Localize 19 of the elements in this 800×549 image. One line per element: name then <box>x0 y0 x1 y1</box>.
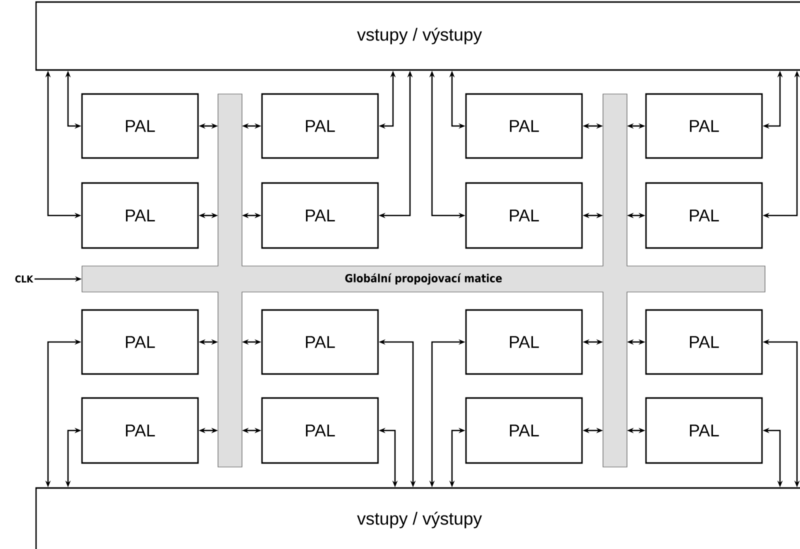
pal-box: PAL <box>465 397 583 464</box>
io-box: vstupy / výstupy <box>35 1 800 71</box>
pal-box: PAL <box>81 182 199 249</box>
io-box: vstupy / výstupy <box>35 487 800 549</box>
pal-box: PAL <box>645 397 763 464</box>
pal-box: PAL <box>81 309 199 375</box>
pal-box: PAL <box>645 309 763 375</box>
clk-label: CLK <box>15 275 34 283</box>
pal-box: PAL <box>465 182 583 249</box>
pal-box: PAL <box>261 93 379 159</box>
pal-box: PAL <box>465 309 583 375</box>
pal-box: PAL <box>81 397 199 464</box>
pal-box: PAL <box>645 182 763 249</box>
pal-box: PAL <box>81 93 199 159</box>
pal-box: PAL <box>645 93 763 159</box>
pal-box: PAL <box>465 93 583 159</box>
pal-box: PAL <box>261 309 379 375</box>
pal-box: PAL <box>261 397 379 464</box>
pal-box: PAL <box>261 182 379 249</box>
